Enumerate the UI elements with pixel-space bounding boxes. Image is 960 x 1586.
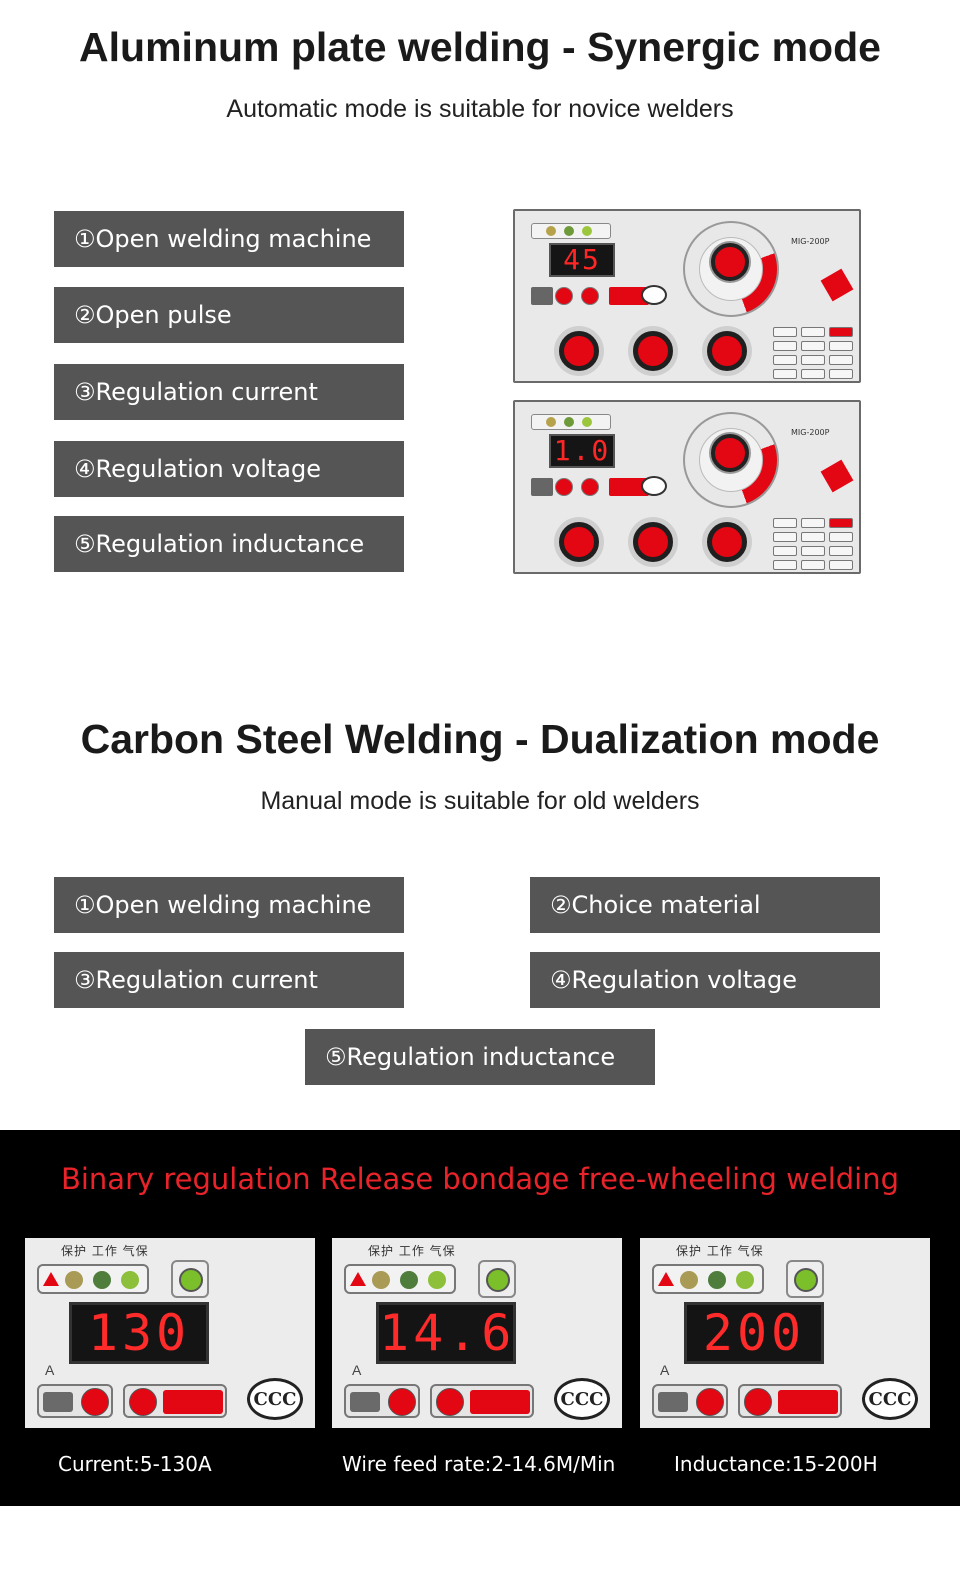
welder-panel-image-2: 1.0 MIG-200P	[513, 400, 861, 574]
red-badge	[820, 459, 854, 493]
gas-check-icon	[171, 1260, 209, 1298]
knob-2	[633, 331, 673, 371]
knob-3	[707, 331, 747, 371]
s1-step-1: ①Open welding machine	[54, 211, 404, 267]
section2-subtitle: Manual mode is suitable for old welders	[260, 787, 700, 815]
digital-display: 1.0	[549, 434, 615, 468]
section1-subtitle: Automatic mode is suitable for novice we…	[226, 95, 734, 123]
indicator-leds	[37, 1264, 149, 1294]
ccc-mark-icon: CCC	[554, 1378, 610, 1420]
digital-display: 130	[69, 1302, 209, 1364]
unit-label: A	[45, 1362, 55, 1378]
s2-step-5: ⑤Regulation inductance	[305, 1029, 655, 1085]
indicator-leds	[531, 414, 611, 430]
knob-2	[633, 522, 673, 562]
section1-title: Aluminum plate welding - Synergic mode	[79, 24, 881, 70]
unit-label: A	[352, 1362, 362, 1378]
button-row	[652, 1384, 842, 1420]
button-row	[37, 1384, 227, 1420]
display-closeup-1: 保护 工作 气保 130 A CCC	[25, 1238, 315, 1428]
s2-step-4: ④Regulation voltage	[530, 952, 880, 1008]
main-knob	[711, 243, 749, 281]
indicator-leds	[344, 1264, 456, 1294]
s1-step-3: ③Regulation current	[54, 364, 404, 420]
caption-1: Current:5-130A	[58, 1452, 212, 1476]
ccc-mark-icon: CCC	[862, 1378, 918, 1420]
welder-panel-image-1: 45 MIG-200P	[513, 209, 861, 383]
s1-step-5: ⑤Regulation inductance	[54, 516, 404, 572]
model-label: MIG-200P	[791, 428, 830, 437]
digital-display: 45	[549, 243, 615, 277]
panel-label: 保护 工作 气保	[676, 1244, 764, 1258]
warning-icon	[43, 1272, 59, 1286]
ccc-mark-icon	[641, 476, 667, 496]
gas-check-icon	[478, 1260, 516, 1298]
s2-step-2: ②Choice material	[530, 877, 880, 933]
s1-step-4: ④Regulation voltage	[54, 441, 404, 497]
panel-label: 保护 工作 气保	[61, 1244, 149, 1258]
panel-label: 保护 工作 气保	[368, 1244, 456, 1258]
knob-1	[559, 331, 599, 371]
display-closeup-2: 保护 工作 气保 14.6 A CCC	[332, 1238, 622, 1428]
indicator-leds	[531, 223, 611, 239]
button-row	[531, 287, 655, 307]
caption-2: Wire feed rate:2-14.6M/Min	[342, 1452, 616, 1476]
s2-step-1: ①Open welding machine	[54, 877, 404, 933]
mode-table	[769, 516, 855, 572]
model-label: MIG-200P	[791, 237, 830, 246]
s2-step-3: ③Regulation current	[54, 952, 404, 1008]
indicator-leds	[652, 1264, 764, 1294]
digital-display: 200	[684, 1302, 824, 1364]
black-banner: Binary regulation Release bondage free-w…	[0, 1130, 960, 1506]
warning-icon	[658, 1272, 674, 1286]
red-badge	[820, 268, 854, 302]
main-knob	[711, 434, 749, 472]
section2-title: Carbon Steel Welding - Dualization mode	[80, 716, 880, 762]
s1-step-2: ②Open pulse	[54, 287, 404, 343]
unit-label: A	[660, 1362, 670, 1378]
mode-table	[769, 325, 855, 381]
button-row	[344, 1384, 534, 1420]
ccc-mark-icon	[641, 285, 667, 305]
gas-check-icon	[786, 1260, 824, 1298]
knob-3	[707, 522, 747, 562]
banner-title: Binary regulation Release bondage free-w…	[60, 1162, 900, 1196]
button-row	[531, 478, 655, 498]
knob-1	[559, 522, 599, 562]
digital-display: 14.6	[376, 1302, 516, 1364]
caption-3: Inductance:15-200H	[674, 1452, 878, 1476]
warning-icon	[350, 1272, 366, 1286]
display-closeup-3: 保护 工作 气保 200 A CCC	[640, 1238, 930, 1428]
ccc-mark-icon: CCC	[247, 1378, 303, 1420]
